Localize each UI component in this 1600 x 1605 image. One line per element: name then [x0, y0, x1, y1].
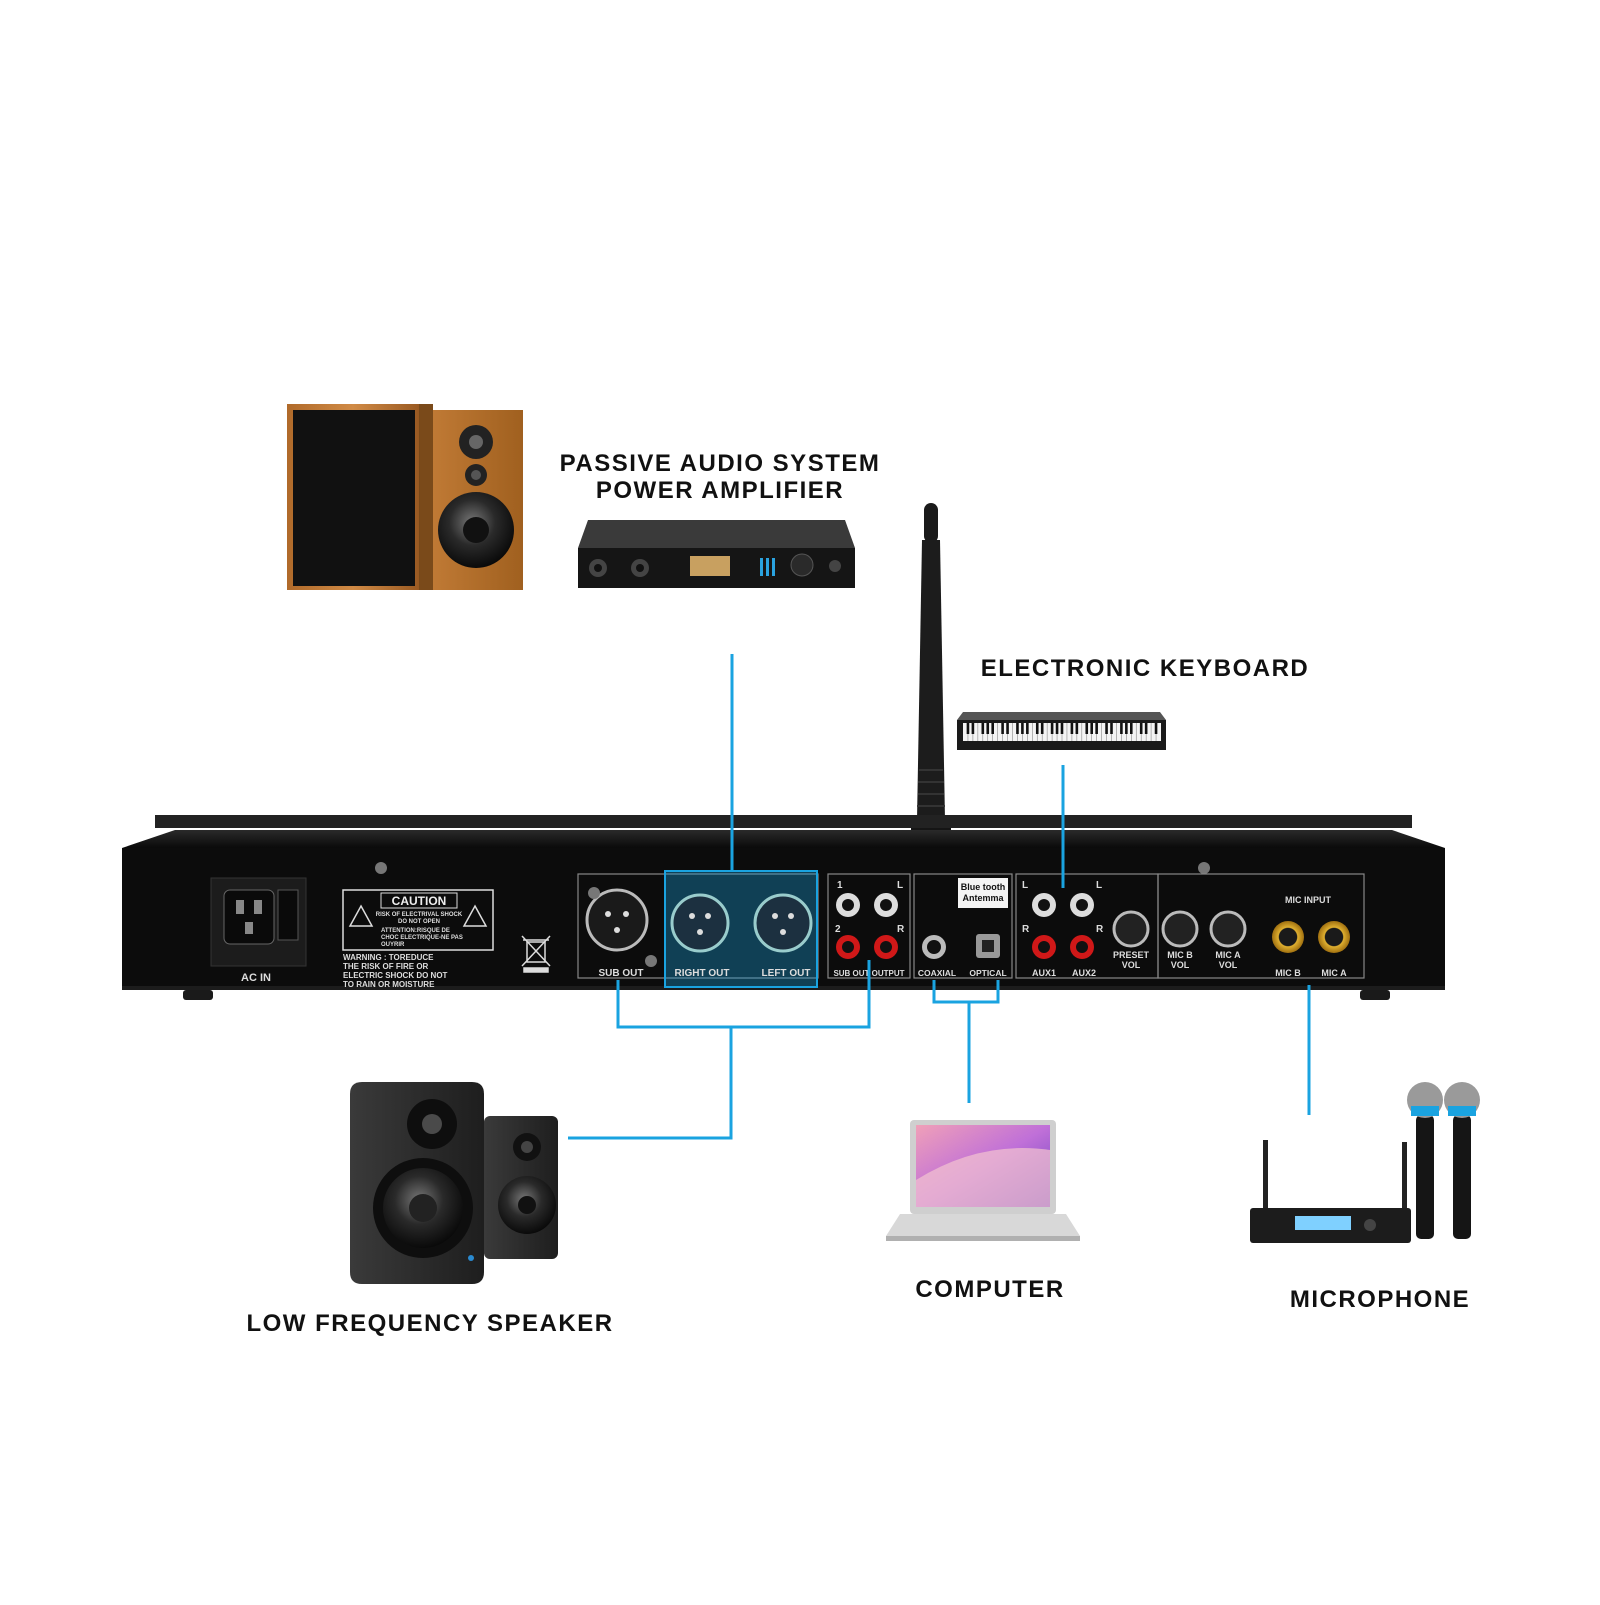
sub-connector	[616, 960, 871, 1029]
power-amplifier-icon	[578, 520, 855, 588]
left-out-label: LEFT OUT	[762, 968, 811, 979]
caution-title: CAUTION	[392, 894, 447, 908]
coaxial-label: COAXIAL	[918, 968, 956, 978]
caution-line-3: ATTENTION:RISQUE DE	[381, 928, 450, 934]
optical-label: OPTICAL	[969, 968, 1006, 978]
mic-b-label: MIC B	[1275, 968, 1301, 978]
aux-jacks	[1032, 893, 1094, 959]
caution-line-1: RISK OF ELECTRIVAL SHOCK	[376, 912, 463, 918]
aux2-label: AUX2	[1072, 968, 1096, 978]
mica-vol-label-1: MIC A	[1215, 950, 1241, 960]
subwoofer-speaker-icon	[350, 1082, 558, 1284]
aux-l1-label: L	[1022, 880, 1028, 891]
laptop-icon	[886, 1120, 1080, 1241]
microphone-label: MICROPHONE	[1289, 1286, 1471, 1313]
mic-input-label: MIC INPUT	[1285, 895, 1332, 905]
mic-a-label: MIC A	[1321, 968, 1347, 978]
rca-r-label: R	[897, 924, 905, 935]
mica-vol-label-2: VOL	[1219, 960, 1238, 970]
rca-1-label: 1	[837, 880, 843, 891]
connector-lines	[568, 654, 1311, 1140]
computer-label: COMPUTER	[915, 1276, 1065, 1303]
preset-label-2: VOL	[1122, 960, 1141, 970]
micb-vol-label-2: VOL	[1171, 960, 1190, 970]
rca-l-label: L	[897, 880, 903, 891]
warning-line-2: THE RISK OF FIRE OR	[343, 962, 429, 971]
rca-jacks	[836, 893, 898, 959]
passive-line-1: PASSIVE AUDIO SYSTEM	[559, 450, 881, 477]
right-out-label: RIGHT OUT	[675, 968, 730, 979]
rear-panel: AC IN CAUTION RISK OF ELECTRIVAL SHOCK D…	[122, 815, 1445, 1000]
lowfreq-connector	[568, 1027, 733, 1140]
warning-line-1: WARNING : TOREDUCE	[343, 953, 434, 962]
passive-audio-system-label: PASSIVE AUDIO SYSTEM POWER AMPLIFIER	[520, 450, 920, 504]
bluetooth-label-2: Antemma	[962, 893, 1004, 903]
caution-line-5: OUYRIR	[381, 942, 405, 948]
warning-line-4: TO RAIN OR MOISTURE	[343, 980, 435, 989]
low-frequency-speaker-label: LOW FREQUENCY SPEAKER	[246, 1310, 614, 1337]
caution-line-4: CHOC ELECTRIQUE-NE PAS	[381, 935, 463, 941]
ac-in-label: AC IN	[241, 972, 271, 984]
aux1-label: AUX1	[1032, 968, 1056, 978]
aux-l2-label: L	[1096, 880, 1102, 891]
aux-r1-label: R	[1022, 924, 1030, 935]
wireless-microphone-icon	[1250, 1082, 1480, 1243]
sub-out-label: SUB OUT	[599, 968, 644, 979]
preset-label-1: PRESET	[1113, 950, 1150, 960]
bluetooth-label-1: Blue tooth	[961, 882, 1006, 892]
keyboard-label: ELECTRONIC KEYBOARD	[980, 655, 1310, 682]
passive-line-2: POWER AMPLIFIER	[595, 477, 845, 504]
bookshelf-speaker-icon	[287, 404, 523, 590]
warning-line-3: ELECTRIC SHOCK DO NOT	[343, 971, 448, 980]
keyboard-icon	[957, 712, 1166, 750]
caution-line-2: DO NOT OPEN	[398, 919, 440, 925]
warning-triangle-icon	[348, 904, 488, 927]
rca-2-label: 2	[835, 924, 841, 935]
micb-vol-label-1: MIC B	[1167, 950, 1193, 960]
aux-r2-label: R	[1096, 924, 1104, 935]
computer-bracket	[932, 980, 1000, 1004]
weee-bin-icon	[521, 935, 551, 973]
